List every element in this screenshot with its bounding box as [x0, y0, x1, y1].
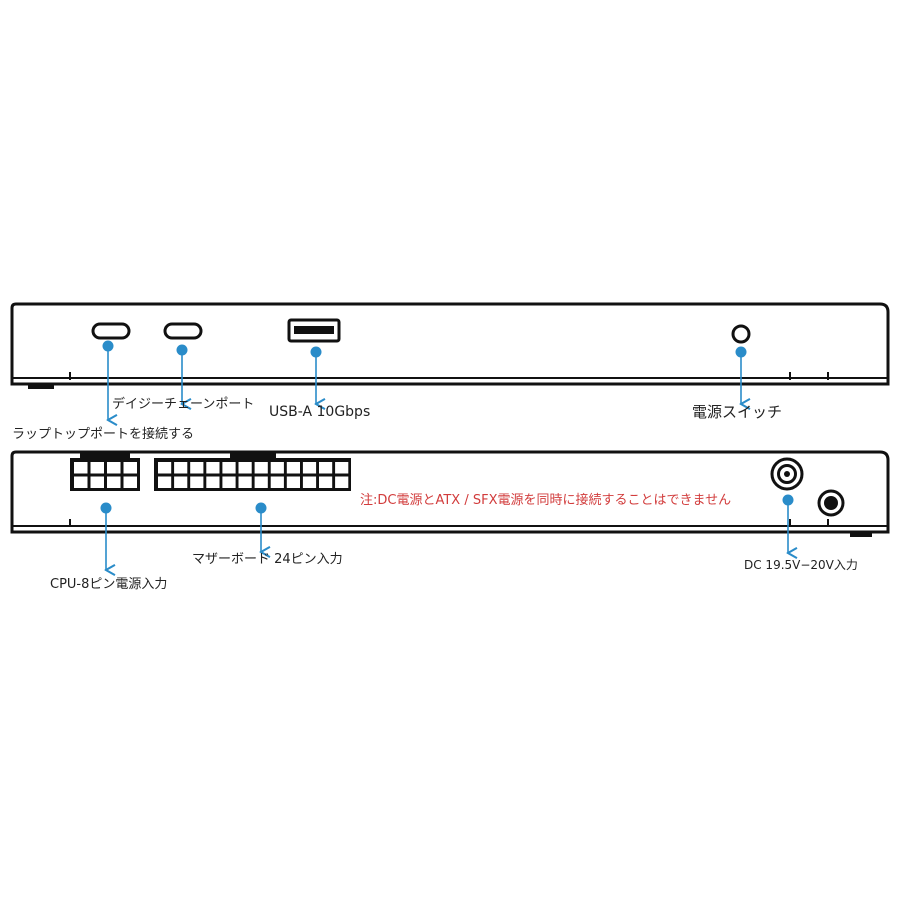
label-daisy-chain-port: デイジーチェーンポート [112, 397, 255, 412]
connector-pin [206, 476, 220, 488]
label-motherboard-24pin: マザーボード 24ピン入力 [192, 552, 343, 567]
connector-pin [107, 476, 121, 488]
connector-pin [107, 462, 121, 474]
connector-pin [190, 462, 204, 474]
connector-pin [123, 462, 137, 474]
callout-usb-a [310, 346, 322, 405]
rear-panel-foot [850, 532, 872, 537]
connector-pin [90, 462, 104, 474]
connector-pin [222, 476, 236, 488]
usb-a-port-tongue [294, 326, 334, 334]
connector-pin [319, 462, 333, 474]
round-jack [817, 489, 845, 517]
connector-pin [302, 476, 317, 488]
callout-motherboard [255, 502, 267, 553]
connector-pin [174, 462, 188, 474]
connector-pin [254, 476, 268, 488]
front-panel-foot [28, 384, 54, 389]
connector-pin [123, 476, 137, 488]
connector-pin [270, 462, 284, 474]
motherboard-24pin-connector [154, 453, 351, 491]
connector-pin [222, 462, 236, 474]
usb-c-daisy-chain-port [163, 322, 203, 340]
connector-pin [270, 476, 284, 488]
usb-c-laptop-port [91, 322, 131, 340]
connector-pin [286, 476, 300, 488]
cpu-8pin-connector [70, 453, 140, 491]
connector-pin [190, 476, 204, 488]
connector-pin [158, 476, 172, 488]
connection-warning-note: 注:DC電源とATX / SFX電源を同時に接続することはできません [360, 493, 732, 508]
callout-cpu-power [100, 502, 112, 571]
callout-laptop-port [102, 340, 114, 421]
connector-pin [254, 462, 268, 474]
connector-pin [74, 462, 88, 474]
callout-power-switch [735, 346, 747, 405]
rear-panel-outline [10, 450, 890, 534]
connector-pin [302, 462, 317, 474]
callout-dc-input [782, 494, 794, 554]
front-panel-outline [10, 302, 890, 386]
connector-pin [90, 476, 104, 488]
label-power-switch: 電源スイッチ [692, 403, 783, 421]
power-switch [731, 324, 751, 344]
label-laptop-port: ラップトップポートを接続する [12, 427, 195, 442]
connector-pin [319, 476, 333, 488]
label-usb-a: USB-A 10Gbps [269, 404, 371, 420]
rear-panel [10, 450, 890, 571]
callout-daisy-chain-port [176, 344, 188, 405]
label-cpu-8pin-power: CPU-8ピン電源入力 [50, 577, 168, 592]
connector-pin [206, 462, 220, 474]
connector-pin [335, 476, 349, 488]
connector-pin [174, 476, 188, 488]
connector-pin [238, 476, 252, 488]
label-dc-input: DC 19.5V−20V入力 [744, 558, 858, 572]
connector-pin [286, 462, 300, 474]
dc-barrel-jack [770, 457, 804, 491]
connector-pin [335, 462, 349, 474]
front-panel [10, 302, 890, 421]
connector-pin [158, 462, 172, 474]
connector-pin [74, 476, 88, 488]
connector-pin [238, 462, 252, 474]
